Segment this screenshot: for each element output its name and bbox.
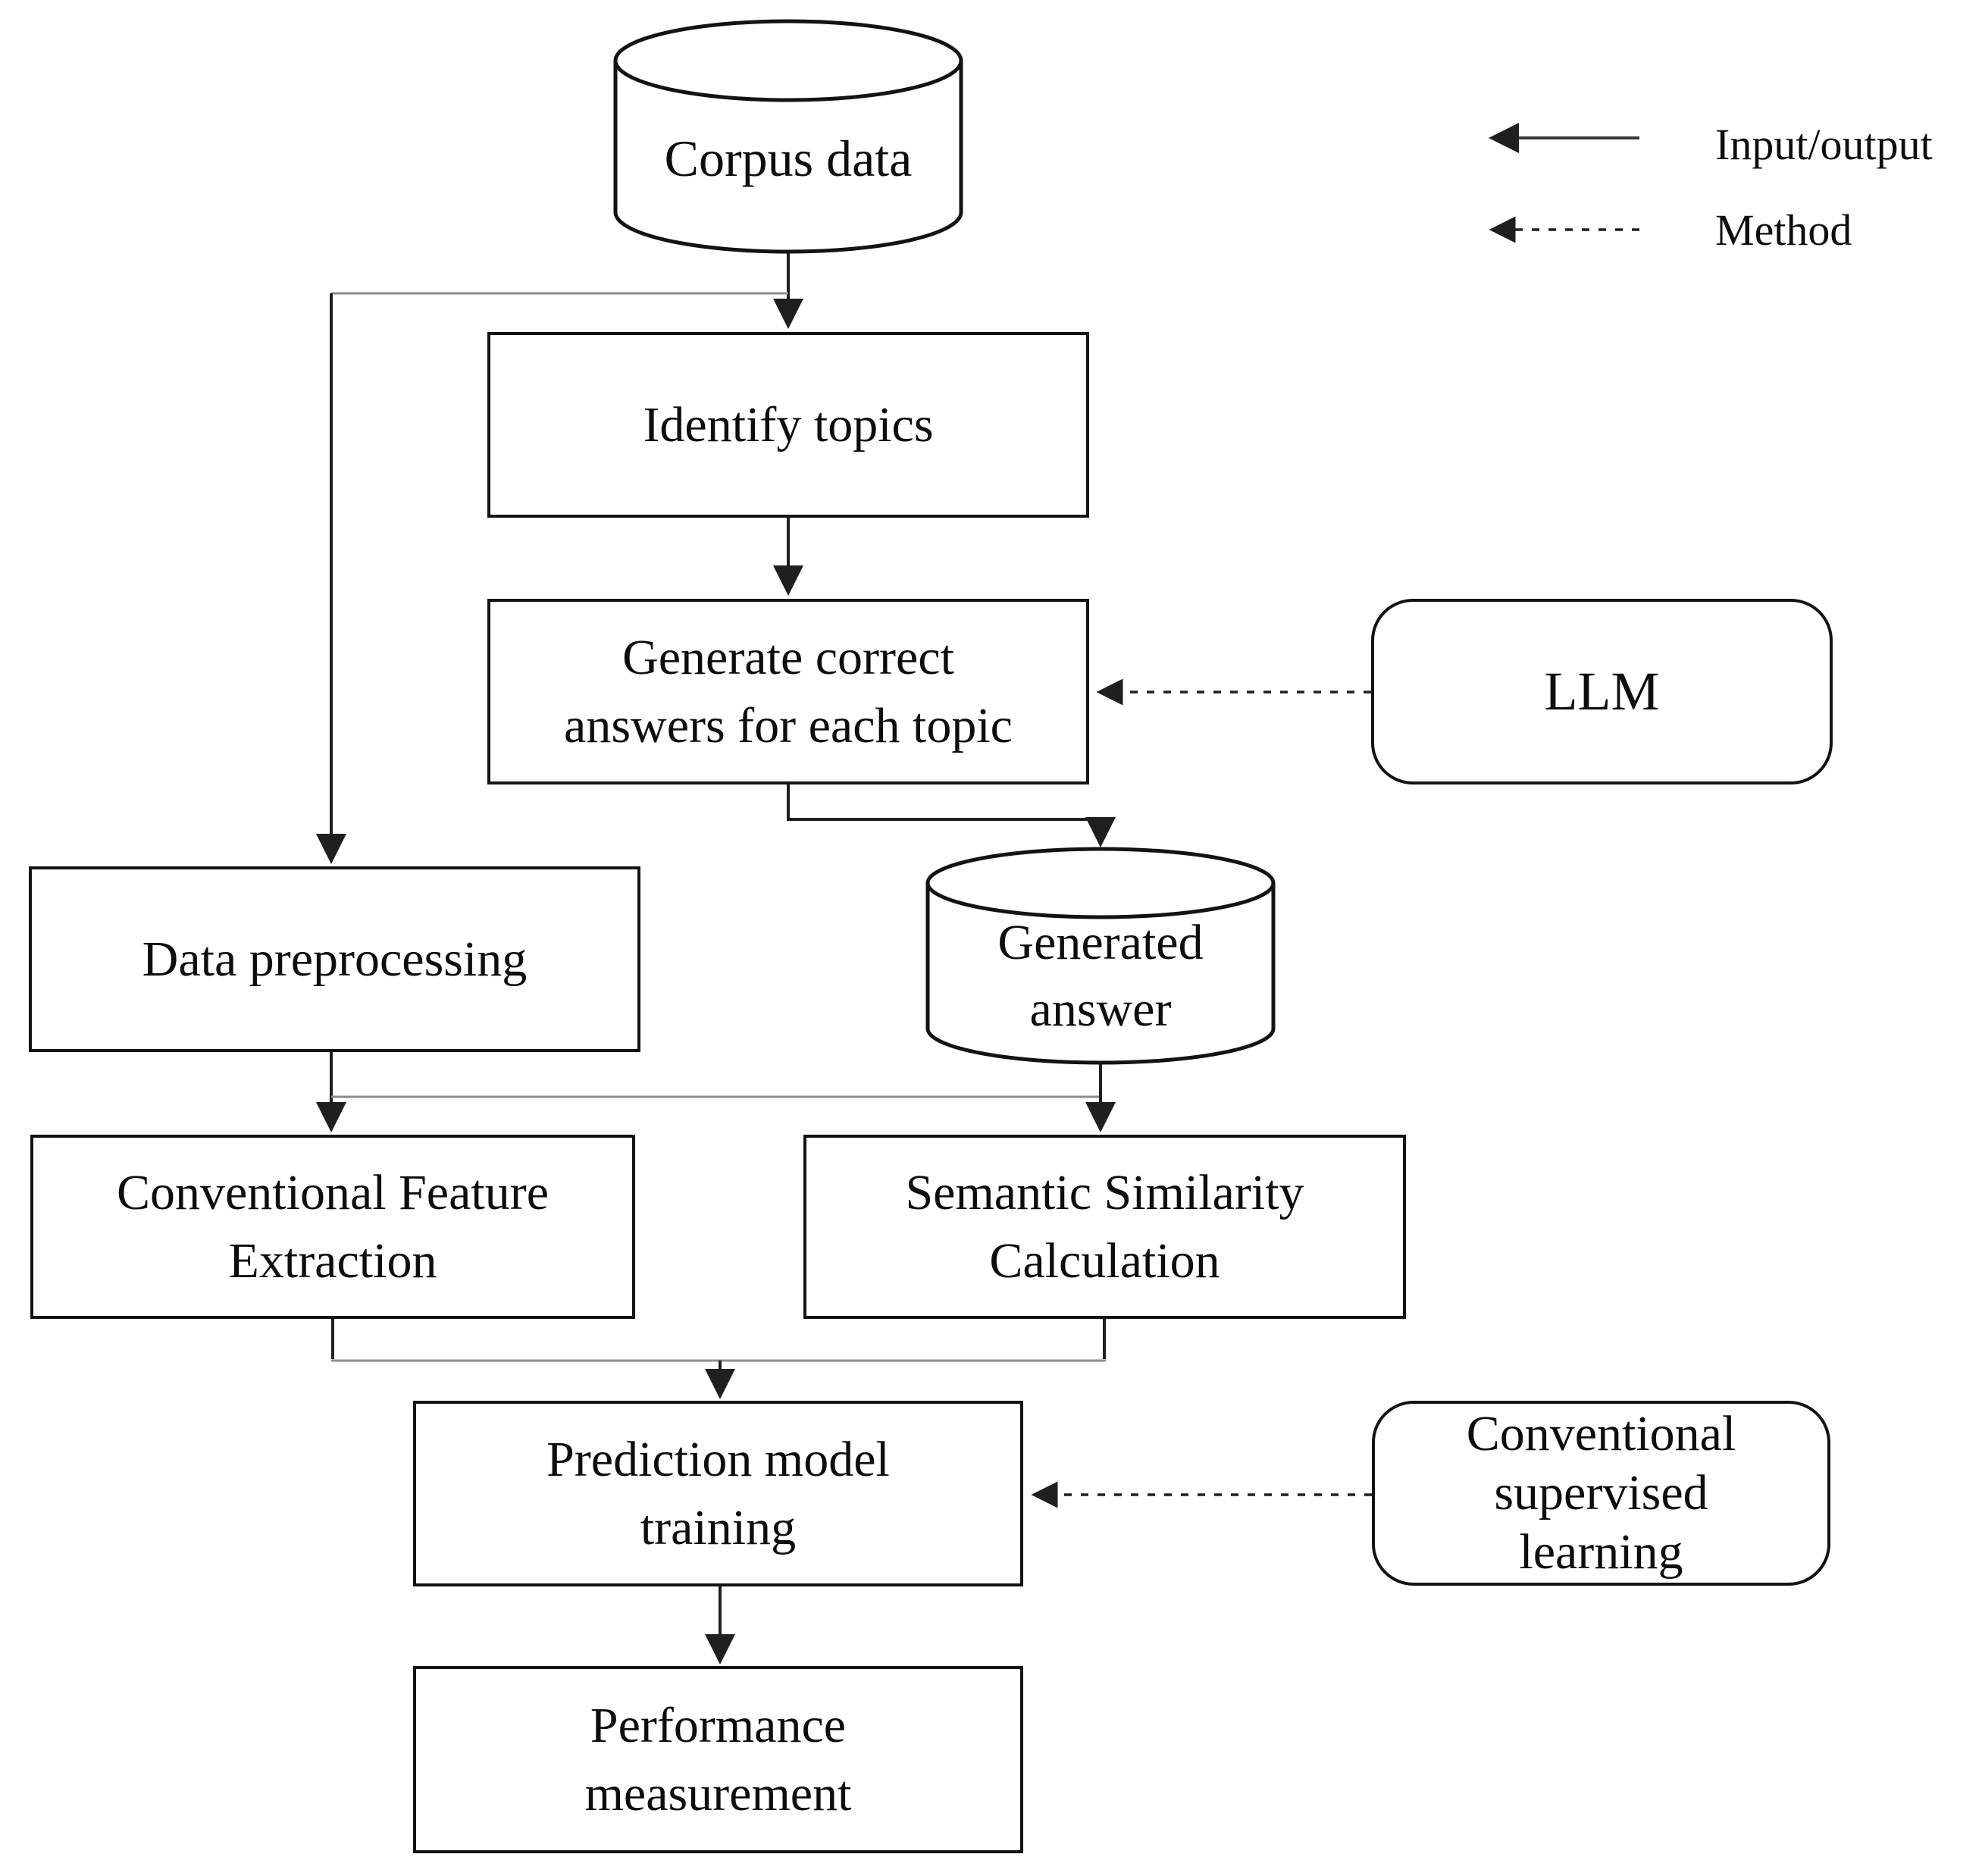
generate-answers-box: Generate correct answers for each topic [487, 599, 1089, 785]
prediction-model-training-label: Prediction model training [546, 1432, 890, 1555]
legend-input-output-label: Input/output [1715, 119, 1933, 169]
conventional-feature-extraction-label: Conventional Feature Extraction [116, 1165, 550, 1289]
data-preprocessing-box: Data preprocessing [29, 866, 640, 1052]
data-preprocessing-label: Data preprocessing [142, 931, 528, 987]
legend-method-label: Method [1715, 205, 1852, 255]
semantic-similarity-label: Semantic Similarity Calculation [905, 1165, 1304, 1289]
legend-input-output: Input/output [1715, 114, 1980, 174]
performance-measurement-label: Performance measurement [584, 1698, 852, 1821]
generate-answers-label: Generate correct answers for each topic [564, 630, 1013, 753]
performance-measurement-box: Performance measurement [413, 1666, 1023, 1853]
conventional-supervised-learning-label: Conventional supervised learning [1466, 1406, 1736, 1580]
generated-answer-label: Generated answer [928, 902, 1273, 1050]
generated-answer-text: Generated answer [997, 915, 1204, 1037]
identify-topics-box: Identify topics [487, 332, 1089, 518]
llm-box: LLM [1371, 599, 1833, 785]
corpus-data-text: Corpus data [664, 130, 913, 188]
legend-method: Method [1715, 199, 1980, 260]
corpus-data-label: Corpus data [615, 102, 961, 216]
prediction-model-training-box: Prediction model training [413, 1401, 1023, 1586]
edge-generate-generatedanswer [787, 785, 1116, 847]
corpus-data-cylinder [613, 19, 963, 254]
generated-answer-cylinder [925, 847, 1276, 1065]
semantic-similarity-box: Semantic Similarity Calculation [803, 1135, 1406, 1319]
conventional-feature-extraction-box: Conventional Feature Extraction [30, 1135, 635, 1319]
identify-topics-label: Identify topics [643, 396, 934, 453]
conventional-supervised-learning-box: Conventional supervised learning [1372, 1401, 1830, 1586]
legend-arrows [1489, 123, 1639, 243]
llm-label: LLM [1544, 660, 1660, 722]
